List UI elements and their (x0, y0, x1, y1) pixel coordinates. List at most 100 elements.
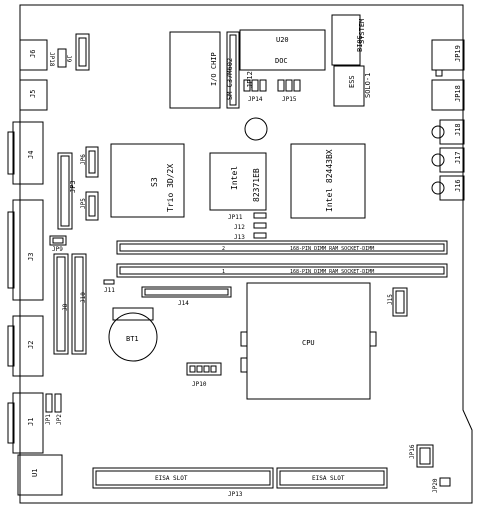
label-dimm1-n: 1 (222, 269, 225, 275)
jumper-jp6 (85, 146, 99, 178)
connector-j4-shell (7, 131, 15, 175)
label-ess: ESS (348, 75, 356, 88)
connector-jp3-inner (60, 155, 70, 227)
eisa-slot-2-inner (279, 470, 385, 486)
chip-ess-solo1 (333, 65, 365, 107)
connector-j2-shell (7, 325, 15, 367)
jumper-jp16 (416, 444, 434, 468)
label-io-chip-1: I/O CHIP (210, 52, 218, 86)
jumper-jp5 (85, 191, 99, 221)
eisa-slot-1-inner (95, 470, 271, 486)
dimm-slot-1-inner (119, 266, 445, 275)
battery-bt1 (108, 312, 158, 362)
connector-j10 (71, 253, 87, 355)
connector-j5 (19, 79, 48, 111)
jumper-jp10-c (203, 365, 210, 373)
jumper-jp10-a (189, 365, 196, 373)
label-intel-n: Intel (230, 166, 239, 190)
label-jp9: JP9 (52, 246, 63, 253)
jumper-jp10 (186, 362, 222, 376)
label-doc: DOC (275, 57, 288, 65)
label-j12: J12 (234, 224, 245, 231)
jumper-jp14 (243, 79, 251, 92)
eisa-slot-1 (92, 467, 274, 489)
label-dimm2-n: 2 (222, 246, 225, 252)
jumper-jp14-c (259, 79, 267, 92)
jumper-jp10-b (196, 365, 203, 373)
component-round (244, 117, 268, 141)
jumper-jp15-c (293, 79, 301, 92)
label-jp3: JP3 (69, 180, 77, 193)
chip-u1 (17, 454, 63, 496)
label-jp16: JP16 (409, 444, 416, 459)
chip-doc-u20 (239, 29, 326, 71)
jack-j17-hole (431, 153, 445, 167)
connector-j8-inner (56, 256, 66, 352)
label-j10: J10 (80, 292, 87, 303)
connector-j15-inner (395, 290, 405, 314)
label-82371: 82371EB (252, 168, 261, 202)
jumper-jp14-b (251, 79, 259, 92)
cpu-tab-l1 (240, 331, 248, 347)
label-u1: U1 (31, 469, 39, 477)
label-jp10: JP10 (192, 381, 207, 388)
eisa-slot-2 (276, 467, 388, 489)
jumper-jp5-inner (88, 195, 96, 217)
jumper-jp11 (253, 212, 267, 219)
label-j8: J8 (62, 303, 69, 311)
battery-bt1-clip (112, 307, 154, 321)
label-j17: J17 (454, 151, 462, 164)
jack-j18 (439, 119, 465, 145)
dimm-slot-2-inner (119, 243, 445, 252)
connector-j4 (12, 121, 44, 185)
dimm-slot-1 (116, 263, 448, 278)
label-system: SYSTEM (358, 19, 366, 44)
label-j15: J15 (387, 294, 394, 305)
connector-j2 (12, 315, 44, 377)
connector-j9 (75, 33, 90, 71)
label-j1: J1 (27, 418, 35, 426)
connector-j10-inner (74, 256, 84, 352)
connector-j3-shell (7, 211, 15, 289)
label-bios: BIOS (356, 35, 364, 52)
jumper-jp20 (439, 477, 451, 487)
jumper-j13 (253, 232, 267, 239)
connector-j9-inner (78, 37, 87, 67)
label-j3: J3 (27, 253, 35, 261)
dimm-slot-2 (116, 240, 448, 255)
label-eisa2: EISA SLOT (312, 475, 345, 482)
chip-s3-trio (110, 143, 185, 218)
label-jp11: JP11 (228, 214, 243, 221)
jumper-jp16-inner (419, 447, 431, 465)
label-trio: Trio 3D/2X (166, 164, 175, 212)
label-j18: J18 (454, 123, 462, 136)
connector-jp19 (431, 39, 465, 71)
jumper-jp10-d (210, 365, 217, 373)
label-jp13: JP13 (228, 491, 243, 498)
label-j11: J11 (104, 287, 115, 294)
label-jp2: JP2 (56, 414, 63, 425)
label-cpu: CPU (302, 339, 315, 347)
label-dimm2: 168-PIN DIMM RAM SOCKET-DIMM (290, 246, 374, 252)
label-s3: S3 (150, 177, 159, 187)
jack-j16-hole (431, 181, 445, 195)
label-solo: SOLO-1 (364, 73, 372, 98)
jumper-jp18 (57, 48, 67, 68)
label-bt1: BT1 (126, 335, 139, 343)
connector-jp19-tab (435, 69, 443, 77)
jumper-jp1 (45, 393, 53, 413)
label-jp6: JP6 (80, 154, 87, 165)
connector-j3 (12, 199, 44, 301)
connector-j14 (141, 286, 232, 298)
label-j14: J14 (178, 300, 189, 307)
jack-j17 (439, 147, 465, 173)
label-u20: U20 (276, 36, 289, 44)
label-jp14: JP14 (248, 96, 263, 103)
jumper-jp15-b (285, 79, 293, 92)
label-j4: J4 (27, 151, 35, 159)
chip-intel-82371eb (209, 152, 267, 211)
connector-jp12-inner (229, 34, 237, 106)
chip-system-bios (331, 14, 361, 66)
label-j16: J16 (454, 179, 462, 192)
